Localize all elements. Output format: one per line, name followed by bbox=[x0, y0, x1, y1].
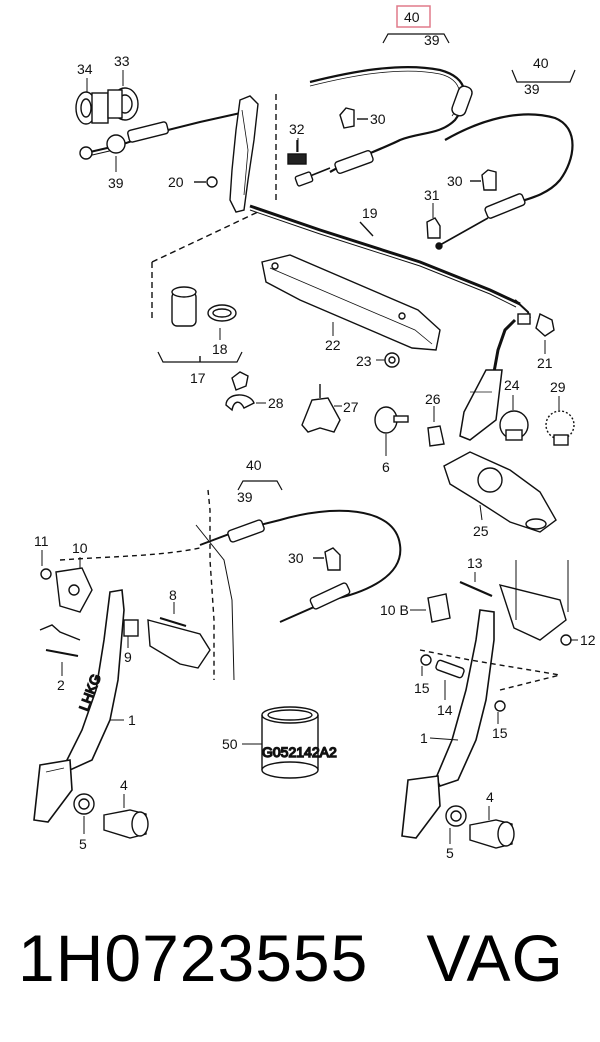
pedal-right bbox=[401, 560, 572, 849]
label-1: 1 bbox=[420, 730, 428, 746]
tape-label: G052142A2 bbox=[262, 744, 337, 760]
label-5: 5 bbox=[446, 845, 454, 861]
label-5: 5 bbox=[79, 836, 87, 852]
label-39: 39 bbox=[108, 175, 124, 191]
label-12: 12 bbox=[580, 632, 596, 648]
label-26: 26 bbox=[425, 391, 441, 407]
label-13: 13 bbox=[467, 555, 483, 571]
label-18: 18 bbox=[212, 341, 228, 357]
label-30: 30 bbox=[447, 173, 463, 189]
brand-name: VAG bbox=[426, 921, 564, 995]
label-1: 1 bbox=[128, 712, 136, 728]
highlight-box bbox=[396, 5, 431, 28]
label-33: 33 bbox=[114, 53, 130, 69]
label-21: 21 bbox=[537, 355, 553, 371]
cable-grommet-parts bbox=[75, 87, 246, 160]
label-22: 22 bbox=[325, 337, 341, 353]
label-8: 8 bbox=[169, 587, 177, 603]
label-4: 4 bbox=[486, 789, 494, 805]
part-labels: 40 39 40 39 34 33 39 32 30 20 31 30 19 1… bbox=[34, 9, 596, 861]
leader-lines bbox=[41, 70, 578, 844]
label-32: 32 bbox=[289, 121, 305, 137]
label-28: 28 bbox=[268, 395, 284, 411]
throttle-linkage bbox=[151, 94, 555, 441]
accelerator-cable-top bbox=[287, 5, 576, 250]
label-6: 6 bbox=[382, 459, 390, 475]
label-10: 10 bbox=[72, 540, 88, 556]
label-2: 2 bbox=[57, 677, 65, 693]
label-30: 30 bbox=[288, 550, 304, 566]
label-40: 40 bbox=[533, 55, 549, 71]
label-40-highlighted: 40 bbox=[404, 9, 420, 25]
label-11: 11 bbox=[34, 533, 49, 549]
label-15: 15 bbox=[492, 725, 508, 741]
label-14: 14 bbox=[437, 702, 453, 718]
label-15: 15 bbox=[414, 680, 430, 696]
label-17: 17 bbox=[190, 370, 206, 386]
part-number: 1H0723555 bbox=[18, 921, 369, 995]
label-20: 20 bbox=[168, 174, 184, 190]
clamp-parts bbox=[157, 286, 243, 363]
adhesive-tape-roll: G052142A2 bbox=[261, 706, 338, 779]
bracket-22 bbox=[261, 254, 441, 368]
label-50: 50 bbox=[222, 736, 238, 752]
cable-middle bbox=[195, 480, 402, 681]
label-9: 9 bbox=[124, 649, 132, 665]
label-39: 39 bbox=[524, 81, 540, 97]
label-39: 39 bbox=[424, 32, 440, 48]
label-25: 25 bbox=[473, 523, 489, 539]
pedal-mount-parts bbox=[374, 406, 575, 533]
pedal-left: LHKG bbox=[33, 547, 211, 839]
label-4: 4 bbox=[120, 777, 128, 793]
label-27: 27 bbox=[343, 399, 359, 415]
label-24: 24 bbox=[504, 377, 520, 393]
label-19: 19 bbox=[362, 205, 378, 221]
clips-27-28 bbox=[225, 371, 341, 433]
label-30: 30 bbox=[370, 111, 386, 127]
label-40: 40 bbox=[246, 457, 262, 473]
label-29: 29 bbox=[550, 379, 566, 395]
label-31: 31 bbox=[424, 187, 440, 203]
label-23: 23 bbox=[356, 353, 372, 369]
label-10b: 10 B bbox=[380, 602, 409, 618]
label-39: 39 bbox=[237, 489, 253, 505]
label-34: 34 bbox=[77, 61, 93, 77]
part-caption: 1H0723555 VAG bbox=[18, 908, 598, 1008]
